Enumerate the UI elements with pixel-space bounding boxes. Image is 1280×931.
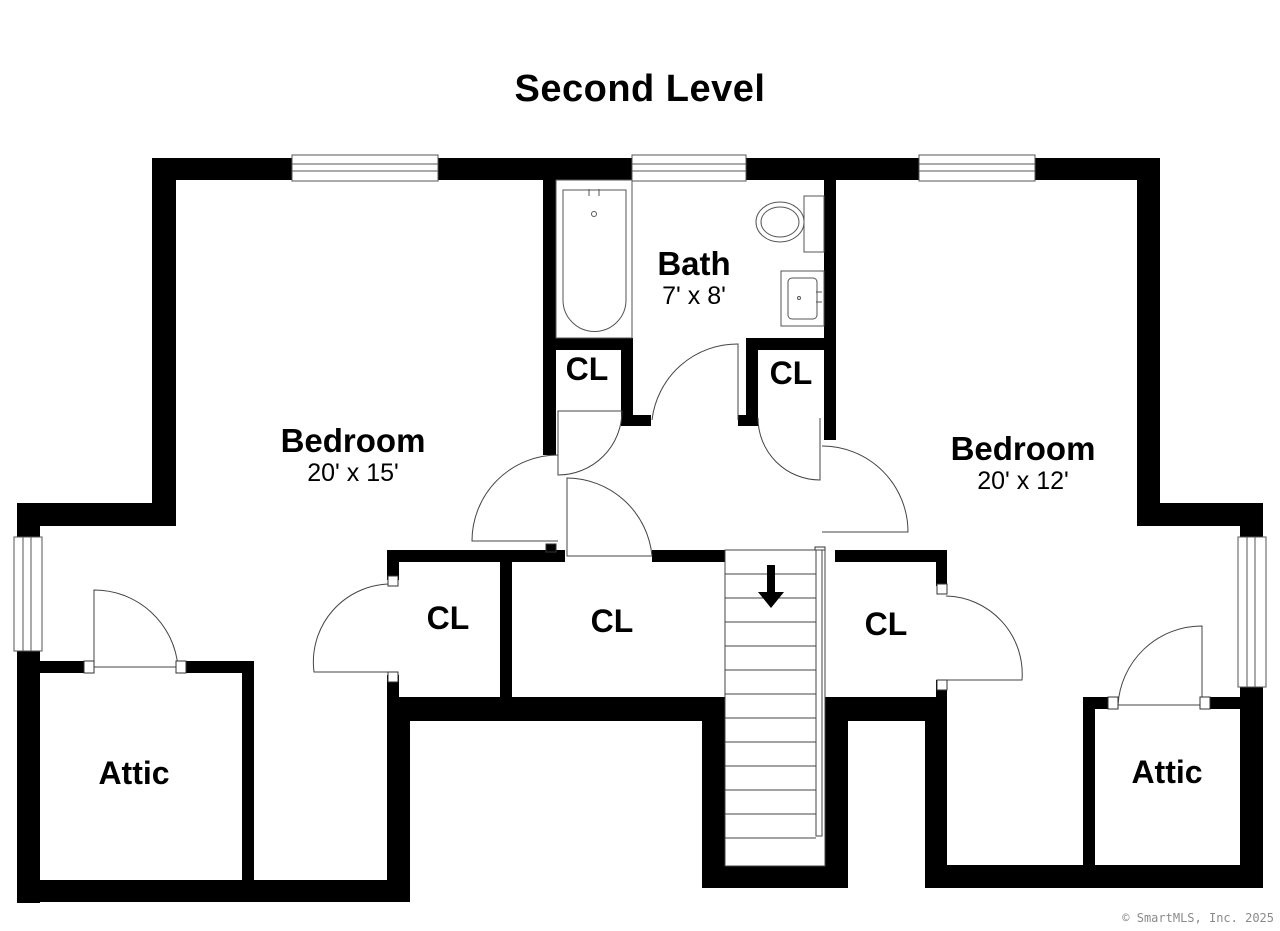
closet-hall-center: CL xyxy=(590,603,634,639)
sink xyxy=(780,270,825,327)
door-swings xyxy=(93,343,1203,706)
attic-left: Attic xyxy=(98,755,170,791)
room-bedroom-right: Bedroom 20' x 12' xyxy=(950,430,1096,496)
closet-bath-right: CL xyxy=(769,355,813,391)
down-arrow-icon xyxy=(758,565,784,608)
room-name: Bedroom xyxy=(280,422,426,459)
room-dimensions: 7' x 8' xyxy=(662,282,726,310)
room-dimensions: 20' x 15' xyxy=(307,459,399,487)
stairs xyxy=(724,549,826,867)
room-dimensions: 20' x 12' xyxy=(977,467,1069,495)
copyright-notice: © SmartMLS, Inc. 2025 xyxy=(1122,911,1274,925)
attic-right: Attic xyxy=(1131,754,1203,790)
windows xyxy=(13,154,1267,688)
bathtub xyxy=(555,179,633,339)
room-name: Bedroom xyxy=(950,430,1096,467)
room-name: Bath xyxy=(657,245,731,282)
page-title: Second Level xyxy=(514,68,766,110)
closet-bath-left: CL xyxy=(565,351,609,387)
room-bath: Bath 7' x 8' xyxy=(657,245,731,311)
toilet xyxy=(755,195,825,253)
closet-hall-right: CL xyxy=(864,606,908,642)
room-bedroom-left: Bedroom 20' x 15' xyxy=(280,422,426,488)
closet-hall-left: CL xyxy=(426,600,470,636)
walls xyxy=(17,158,1263,903)
